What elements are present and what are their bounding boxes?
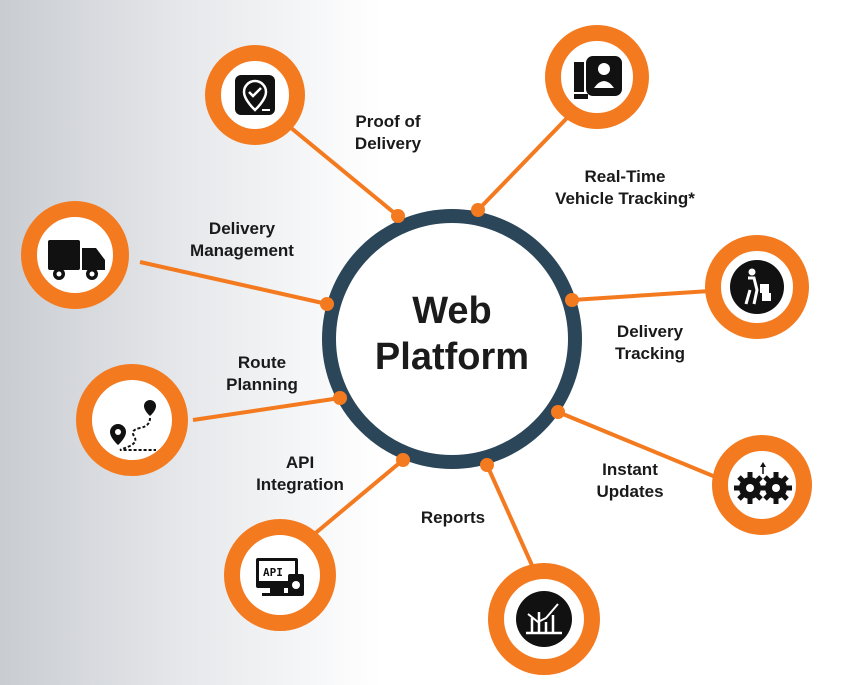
connector-tracking <box>476 116 569 212</box>
label-proof-of-delivery: Proof of Delivery <box>354 112 422 153</box>
dot-delivery-mgmt <box>320 297 334 311</box>
label-reports: Reports <box>420 508 486 527</box>
hand-truck-icon <box>730 260 784 314</box>
center-title-line2: Platform <box>374 336 530 378</box>
label-delivery-management: Delivery Management <box>190 219 294 260</box>
connector-dots <box>320 203 579 472</box>
label-route-planning: Route Planning <box>226 353 298 394</box>
connector-proof <box>277 116 400 218</box>
gears-icon <box>734 462 792 504</box>
chart-icon <box>516 591 572 647</box>
dot-delivery-tracking <box>565 293 579 307</box>
label-instant-updates: Instant Updates <box>596 460 664 501</box>
connector-api <box>310 458 405 538</box>
svg-text:API: API <box>263 566 283 579</box>
connector-updates <box>557 410 719 480</box>
dot-api <box>396 453 410 467</box>
truck-icon <box>48 240 105 280</box>
dot-updates <box>551 405 565 419</box>
dot-reports <box>480 458 494 472</box>
node-api-integration[interactable]: API <box>224 519 336 631</box>
node-proof-of-delivery[interactable] <box>205 45 305 145</box>
connector-delivery-tracking <box>571 289 711 302</box>
route-pins-icon <box>110 400 156 451</box>
connector-lines <box>139 116 719 573</box>
connector-delivery-mgmt <box>139 260 328 306</box>
node-delivery-tracking[interactable] <box>705 235 809 339</box>
center-title: Web Platform <box>375 288 529 380</box>
node-route-planning[interactable] <box>76 364 188 476</box>
map-pin-check-icon <box>235 75 275 115</box>
driver-id-icon <box>574 56 622 99</box>
dot-proof <box>391 209 405 223</box>
center-title-line1: Web <box>412 290 492 332</box>
node-real-time-vehicle-tracking[interactable] <box>545 25 649 129</box>
dot-tracking <box>471 203 485 217</box>
node-delivery-management[interactable] <box>21 201 129 309</box>
connector-reports <box>485 464 537 573</box>
label-api-integration: API Integration <box>256 453 344 494</box>
api-monitor-icon: API <box>256 558 304 596</box>
label-real-time-vehicle-tracking: Real-Time Vehicle Tracking* <box>555 167 695 208</box>
label-delivery-tracking: Delivery Tracking <box>615 322 685 363</box>
dot-route <box>333 391 347 405</box>
node-instant-updates[interactable] <box>712 435 812 535</box>
connector-route <box>192 396 341 422</box>
center-ring <box>322 209 582 469</box>
node-reports[interactable] <box>488 563 600 675</box>
